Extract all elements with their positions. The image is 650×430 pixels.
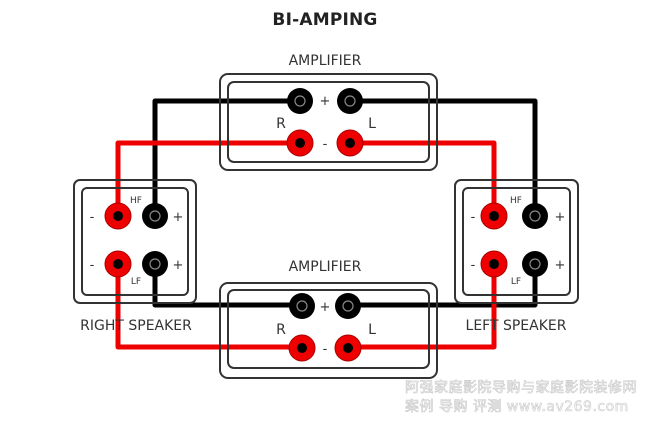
left-speaker-outer-frame	[454, 179, 579, 304]
wire-top-amp-r-positive-to-right-hf	[152, 98, 300, 215]
right-speaker-hf-plus: +	[173, 210, 184, 225]
top-amp-r-positive-terminal	[287, 88, 313, 114]
right-speaker-lf-positive-terminal	[142, 251, 168, 277]
left-speaker-label: LEFT SPEAKER	[466, 318, 567, 334]
top-amp-l-negative-terminal	[336, 129, 364, 157]
bottom-amplifier-label: AMPLIFIER	[289, 259, 362, 275]
watermark-line-1: 阿强家庭影院导购与家庭影院装修网	[405, 379, 637, 396]
right-speaker-lf-minus: -	[90, 258, 95, 273]
bottom-amp-r-positive-terminal	[289, 293, 315, 319]
wire-top-amp-l-positive-to-left-hf	[350, 98, 538, 215]
left-speaker: HF LF - + - + LEFT SPEAKER	[454, 179, 579, 334]
watermark-line-2: 案例 导购 评测 www.av269.com	[405, 398, 629, 415]
right-speaker-lf-plus: +	[173, 258, 184, 273]
right-speaker: HF LF - + - + RIGHT SPEAKER	[73, 179, 197, 334]
bottom-amp-r-negative-terminal	[288, 334, 316, 362]
right-speaker-hf-label: HF	[130, 196, 142, 206]
top-amp-channel-right: R	[276, 116, 286, 132]
diagram-title: BI-AMPING	[272, 10, 377, 30]
left-speaker-hf-positive-terminal	[522, 203, 548, 229]
left-speaker-lf-negative-terminal	[480, 250, 508, 278]
top-amplifier: AMPLIFIER + - R L	[219, 53, 438, 171]
left-speaker-hf-label: HF	[510, 196, 522, 206]
wire-bottom-amp-r-positive-to-right-lf	[152, 265, 300, 308]
left-speaker-hf-plus: +	[555, 210, 566, 225]
left-speaker-lf-label: LF	[511, 277, 521, 287]
left-speaker-lf-minus: -	[471, 258, 476, 273]
bottom-amp-l-negative-terminal	[334, 334, 362, 362]
left-speaker-hf-negative-terminal	[480, 202, 508, 230]
bottom-amplifier-inner-frame	[227, 289, 430, 369]
left-speaker-lf-plus: +	[555, 258, 566, 273]
left-speaker-lf-positive-terminal	[522, 251, 548, 277]
wire-bottom-amp-r-negative-to-right-lf	[115, 265, 300, 350]
wire-bottom-amp-l-negative-to-left-lf	[350, 265, 497, 350]
right-speaker-hf-negative-terminal	[104, 202, 132, 230]
bottom-amp-channel-right: R	[276, 322, 286, 338]
right-speaker-inner-frame	[81, 187, 189, 296]
top-amp-channel-left: L	[368, 116, 376, 132]
top-amplifier-outer-frame	[219, 73, 438, 171]
watermark: 阿强家庭影院导购与家庭影院装修网 案例 导购 评测 www.av269.com	[405, 379, 637, 416]
top-amplifier-label: AMPLIFIER	[289, 53, 362, 69]
right-speaker-label: RIGHT SPEAKER	[80, 318, 192, 334]
left-speaker-inner-frame	[462, 187, 571, 296]
bottom-amp-l-positive-terminal	[335, 293, 361, 319]
right-speaker-hf-minus: -	[90, 210, 95, 225]
top-amp-r-negative-terminal	[286, 129, 314, 157]
top-amp-plus-sign: +	[320, 94, 331, 109]
wire-top-amp-l-negative-to-left-hf	[350, 140, 497, 215]
bottom-amplifier: AMPLIFIER + - R L	[219, 259, 438, 379]
right-speaker-lf-label: LF	[131, 277, 141, 287]
left-speaker-hf-minus: -	[471, 210, 476, 225]
right-speaker-lf-negative-terminal	[104, 250, 132, 278]
top-amplifier-inner-frame	[227, 81, 430, 163]
top-amp-l-positive-terminal	[337, 88, 363, 114]
bottom-amp-plus-sign: +	[320, 300, 331, 315]
top-amp-minus-sign: -	[323, 137, 328, 152]
right-speaker-outer-frame	[73, 179, 197, 304]
bottom-amplifier-outer-frame	[219, 282, 438, 379]
bottom-amp-channel-left: L	[368, 322, 376, 338]
wire-bottom-amp-l-positive-to-left-lf	[350, 265, 538, 308]
bottom-amp-minus-sign: -	[323, 342, 328, 357]
right-speaker-hf-positive-terminal	[142, 203, 168, 229]
wire-top-amp-r-negative-to-right-hf	[115, 140, 300, 215]
